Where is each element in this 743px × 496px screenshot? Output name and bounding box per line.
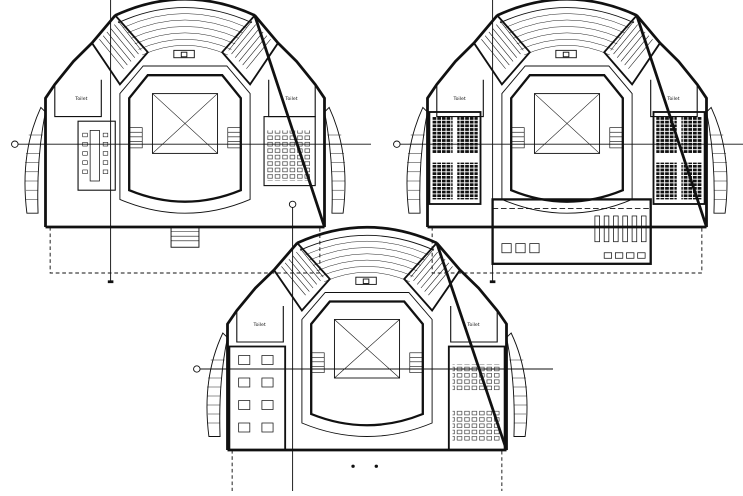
toilet-label-left: Toilet (74, 96, 87, 102)
toilet-label-left: Toilet (453, 96, 466, 102)
toilet-label-right: Toilet (466, 322, 479, 328)
floor-plan-bottom: Toilet Toilet (192, 199, 555, 496)
floor-plan-top-right: Toilet Toilet (392, 0, 743, 285)
toilet-label-left: Toilet (253, 322, 266, 328)
floor-plan-top-left: Toilet Toilet (10, 0, 373, 285)
toilet-label-right: Toilet (284, 96, 297, 102)
toilet-label-right: Toilet (666, 96, 679, 102)
